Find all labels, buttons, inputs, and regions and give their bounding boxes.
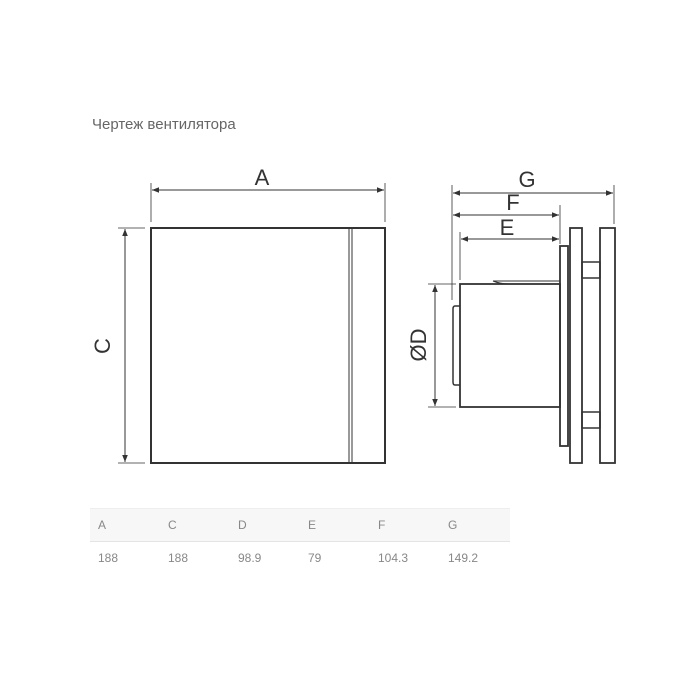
value-g: 149.2 [448, 551, 479, 565]
dimensions-table: A C D E F G 188 188 98.9 79 104.3 149.2 [90, 508, 510, 574]
label-c: C [90, 338, 115, 354]
value-e: 79 [308, 551, 322, 565]
front-view-body [150, 227, 386, 464]
value-d: 98.9 [238, 551, 262, 565]
label-a: A [255, 165, 270, 190]
page-title: Чертеж вентилятора [92, 116, 236, 133]
label-f: F [506, 190, 519, 215]
value-f: 104.3 [378, 551, 409, 565]
header-d: D [230, 508, 300, 542]
table-row: 188 188 98.9 79 104.3 149.2 [90, 542, 510, 575]
side-view-body [459, 283, 561, 408]
label-e: E [500, 215, 515, 240]
value-c: 188 [168, 551, 189, 565]
label-g: G [518, 167, 535, 192]
header-g: G [440, 508, 510, 542]
header-f: F [370, 508, 440, 542]
header-c: C [160, 508, 230, 542]
table-header-row: A C D E F G [90, 508, 510, 542]
header-e: E [300, 508, 370, 542]
label-d: ØD [406, 329, 431, 362]
value-a: 188 [98, 551, 119, 565]
header-a: A [90, 508, 160, 542]
